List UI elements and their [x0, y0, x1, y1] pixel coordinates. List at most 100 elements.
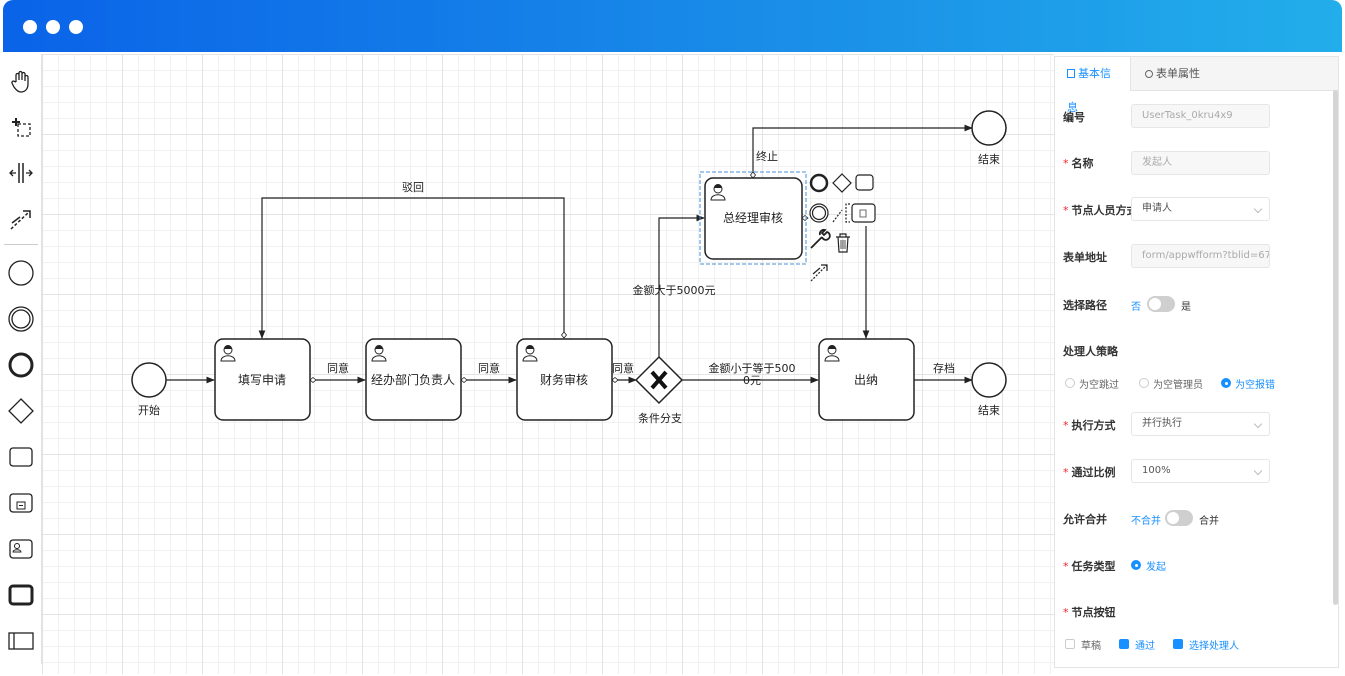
policy-radio-2[interactable] — [1139, 378, 1149, 388]
form-url-field[interactable]: form/appwfform?tblid=670! — [1131, 244, 1270, 268]
flow-label-amount-gt: 金额大于5000元 — [633, 283, 716, 297]
exec-mode-select[interactable]: 并行执行 — [1131, 412, 1270, 436]
task-label: 财务审核 — [540, 372, 588, 387]
task-dept-head[interactable]: 经办部门负责人 — [365, 338, 462, 421]
tab-basic-info[interactable]: 基本信息 — [1055, 57, 1131, 114]
task-type-value: 发起 — [1146, 562, 1166, 573]
select-path-on: 是 — [1181, 302, 1191, 313]
tab-form-props-label: 表单属性 — [1156, 67, 1200, 80]
policy-option-3: 为空报错 — [1235, 380, 1275, 391]
exec-mode-label: *执行方式 — [1063, 419, 1116, 432]
flow-label-terminate: 终止 — [756, 149, 778, 163]
gateway-x-icon — [650, 370, 668, 390]
policy-option-2: 为空管理员 — [1153, 380, 1203, 391]
call-activity-icon[interactable] — [4, 578, 38, 612]
append-gateway-icon[interactable] — [832, 173, 852, 193]
task-gm-selected[interactable]: 总经理审核 — [699, 171, 807, 265]
user-icon — [522, 345, 538, 362]
title-bar — [3, 0, 1342, 52]
handler-policy-label: 处理人策略 — [1063, 345, 1118, 358]
space-tool-icon[interactable] — [4, 156, 38, 190]
lasso-tool-icon[interactable] — [4, 110, 38, 144]
id-field[interactable]: UserTask_0kru4x9 — [1131, 104, 1270, 128]
tab-form-props[interactable]: 表单属性 — [1133, 57, 1213, 91]
policy-radio-1[interactable] — [1065, 378, 1075, 388]
sequence-flows — [166, 124, 973, 384]
task-type-label: *任务类型 — [1063, 560, 1116, 573]
name-label: *名称 — [1063, 157, 1094, 170]
flow-label-agree-3: 同意 — [612, 361, 634, 375]
select-path-label: 选择路径 — [1063, 299, 1107, 312]
task-label: 填写申请 — [238, 373, 286, 387]
pass-ratio-label: *通过比例 — [1063, 466, 1116, 479]
flow-label-archive: 存档 — [933, 361, 955, 375]
allow-merge-toggle[interactable] — [1165, 510, 1193, 526]
flow-reject[interactable] — [258, 197, 565, 339]
user-task-icon[interactable] — [4, 532, 38, 566]
end-event-top[interactable] — [971, 110, 1007, 146]
task-label: 总经理审核 — [723, 210, 783, 225]
append-task-icon[interactable] — [855, 174, 874, 191]
subprocess-icon[interactable] — [4, 486, 38, 520]
id-label: 编号 — [1063, 111, 1085, 124]
flow-label-reject: 驳回 — [402, 181, 424, 194]
end-event-top-label: 结束 — [978, 153, 1000, 166]
selection-outline — [699, 171, 807, 265]
node-button-check-1[interactable] — [1065, 639, 1075, 649]
flow-gm-to-end[interactable] — [752, 124, 973, 178]
start-event-icon[interactable] — [4, 256, 38, 290]
connect-tool-icon[interactable] — [4, 202, 38, 236]
append-end-event-icon[interactable] — [809, 173, 829, 193]
assignee-mode-select[interactable]: 申请人 — [1131, 197, 1270, 221]
append-intermediate-event-icon[interactable] — [809, 203, 829, 223]
append-user-task-icon[interactable] — [851, 203, 876, 223]
node-buttons-label: *节点按钮 — [1063, 606, 1116, 619]
end-event-right[interactable] — [971, 362, 1007, 398]
assignee-mode-label: *节点人员方式 — [1063, 204, 1138, 217]
flow-label-agree-2: 同意 — [478, 361, 500, 375]
merge-on: 合并 — [1199, 516, 1219, 527]
close-dot[interactable] — [23, 20, 37, 34]
connect-icon[interactable] — [810, 264, 828, 282]
chevron-down-icon — [1253, 204, 1263, 214]
panel-tabs: 基本信息 表单属性 — [1055, 57, 1338, 114]
task-finance[interactable]: 财务审核 — [516, 338, 613, 421]
task-cashier[interactable]: 出纳 — [818, 338, 915, 421]
task-type-radio[interactable] — [1131, 560, 1141, 570]
task-label: 经办部门负责人 — [371, 372, 455, 387]
end-event-icon[interactable] — [4, 348, 38, 382]
trash-icon[interactable] — [836, 233, 850, 253]
bpmn-diagram[interactable]: 开始 结束 结束 条件分支 填写申请 经办部门负责人 — [0, 0, 1054, 676]
intermediate-event-icon[interactable] — [4, 302, 38, 336]
start-event[interactable] — [131, 362, 167, 398]
flow-label-amount-le-1: 金额小于等于500 — [709, 361, 796, 375]
node-button-check-2[interactable] — [1119, 639, 1129, 649]
append-text-annotation-icon[interactable] — [832, 203, 850, 223]
wrench-icon[interactable] — [810, 228, 831, 249]
pass-ratio-select[interactable]: 100% — [1131, 459, 1270, 483]
policy-option-1: 为空跳过 — [1079, 380, 1119, 391]
name-field[interactable]: 发起人 — [1131, 151, 1270, 175]
task-fill-apply[interactable]: 填写申请 — [214, 338, 311, 421]
user-icon — [824, 345, 840, 362]
form-url-label: 表单地址 — [1063, 251, 1107, 264]
node-button-2: 通过 — [1135, 641, 1155, 652]
node-button-1: 草稿 — [1081, 641, 1101, 652]
node-button-3: 选择处理人 — [1189, 641, 1239, 652]
select-path-toggle[interactable] — [1147, 296, 1175, 312]
policy-radio-3[interactable] — [1221, 378, 1231, 388]
document-icon — [1067, 69, 1075, 78]
minimize-dot[interactable] — [46, 20, 60, 34]
pool-icon[interactable] — [4, 624, 38, 658]
user-icon — [371, 345, 387, 362]
task-label: 出纳 — [854, 373, 878, 387]
gateway-icon[interactable] — [4, 394, 38, 428]
hand-tool-icon[interactable] — [4, 64, 38, 98]
maximize-dot[interactable] — [69, 20, 83, 34]
panel-scrollbar[interactable] — [1333, 90, 1338, 605]
allow-merge-label: 允许合并 — [1063, 513, 1107, 526]
node-button-check-3[interactable] — [1173, 639, 1183, 649]
properties-panel: 基本信息 表单属性 编号 UserTask_0kru4x9 *名称 发起人 *节… — [1054, 56, 1339, 668]
flow-gateway-to-gm[interactable] — [658, 214, 705, 357]
task-icon[interactable] — [4, 440, 38, 474]
